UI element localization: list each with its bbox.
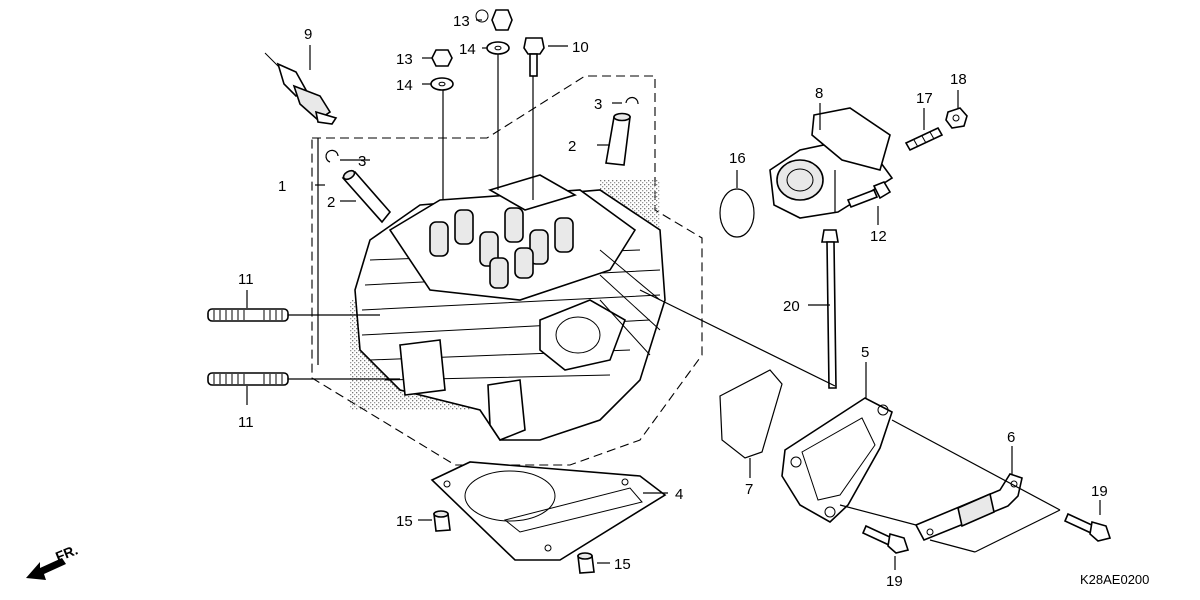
label-6: 6 [1007,429,1015,446]
o-ring-16[interactable] [719,188,755,238]
nut-left[interactable] [431,49,453,67]
label-2-right: 2 [568,138,576,155]
clip-left[interactable] [325,149,339,163]
nut-18[interactable] [945,107,968,129]
label-11-top: 11 [238,271,254,288]
label-2-left: 2 [327,194,335,211]
dowel-pin-left[interactable] [433,510,451,532]
clip-right[interactable] [625,96,639,105]
front-arrow-icon [26,558,66,580]
washer-left[interactable] [430,77,454,91]
bolt-19-left[interactable] [861,524,910,554]
bolt-19-right[interactable] [1063,512,1112,542]
label-20: 20 [783,298,800,315]
label-15-left: 15 [396,513,413,530]
label-13-top: 13 [453,13,470,30]
assembly-outline [311,75,703,466]
label-7: 7 [745,481,753,498]
label-13-left: 13 [396,51,413,68]
label-1: 1 [278,178,286,195]
label-10: 10 [572,39,589,56]
label-12: 12 [870,228,887,245]
label-11-bottom: 11 [238,414,254,431]
label-14-top: 14 [459,41,476,58]
label-9: 9 [304,26,312,43]
label-5: 5 [861,344,869,361]
front-direction-marker: FR. [26,541,80,580]
cap-nut-top[interactable] [475,9,513,31]
leader-lines [246,19,1101,570]
dowel-pin-right[interactable] [577,552,595,574]
bolt-12[interactable] [846,181,892,209]
label-4: 4 [675,486,683,503]
valve-guide-right[interactable] [605,112,631,166]
cover-gasket-7[interactable] [719,369,783,459]
spark-plug[interactable] [264,52,338,125]
label-8: 8 [815,85,823,102]
label-3-right: 3 [594,96,602,113]
label-3-left: 3 [358,153,366,170]
cylinder-head-gasket[interactable] [430,461,667,561]
diagram-code: K28AE0200 [1080,572,1149,587]
label-18: 18 [950,71,967,88]
stud-bolt-17[interactable] [904,126,944,152]
label-15-right: 15 [614,556,631,573]
side-cover-5[interactable] [781,397,893,523]
long-bolt-20[interactable] [821,229,839,389]
stud-upper[interactable] [207,308,289,322]
label-16: 16 [729,150,746,167]
stud-lower[interactable] [207,372,289,386]
part-labels: 1 2 2 3 3 4 5 6 7 8 9 10 11 11 12 13 13 … [238,13,1108,590]
front-marker-text: FR. [53,541,80,564]
cylinder-head[interactable] [350,174,666,441]
valve-guide-left[interactable] [341,169,392,224]
washer-top[interactable] [486,41,510,55]
intake-insulator[interactable] [769,107,894,219]
bracket-6[interactable] [914,473,1023,542]
label-19-bottom: 19 [886,573,903,590]
label-14-left: 14 [396,77,413,94]
label-17: 17 [916,90,933,107]
label-19-right: 19 [1091,483,1108,500]
bolt-10[interactable] [523,37,545,77]
